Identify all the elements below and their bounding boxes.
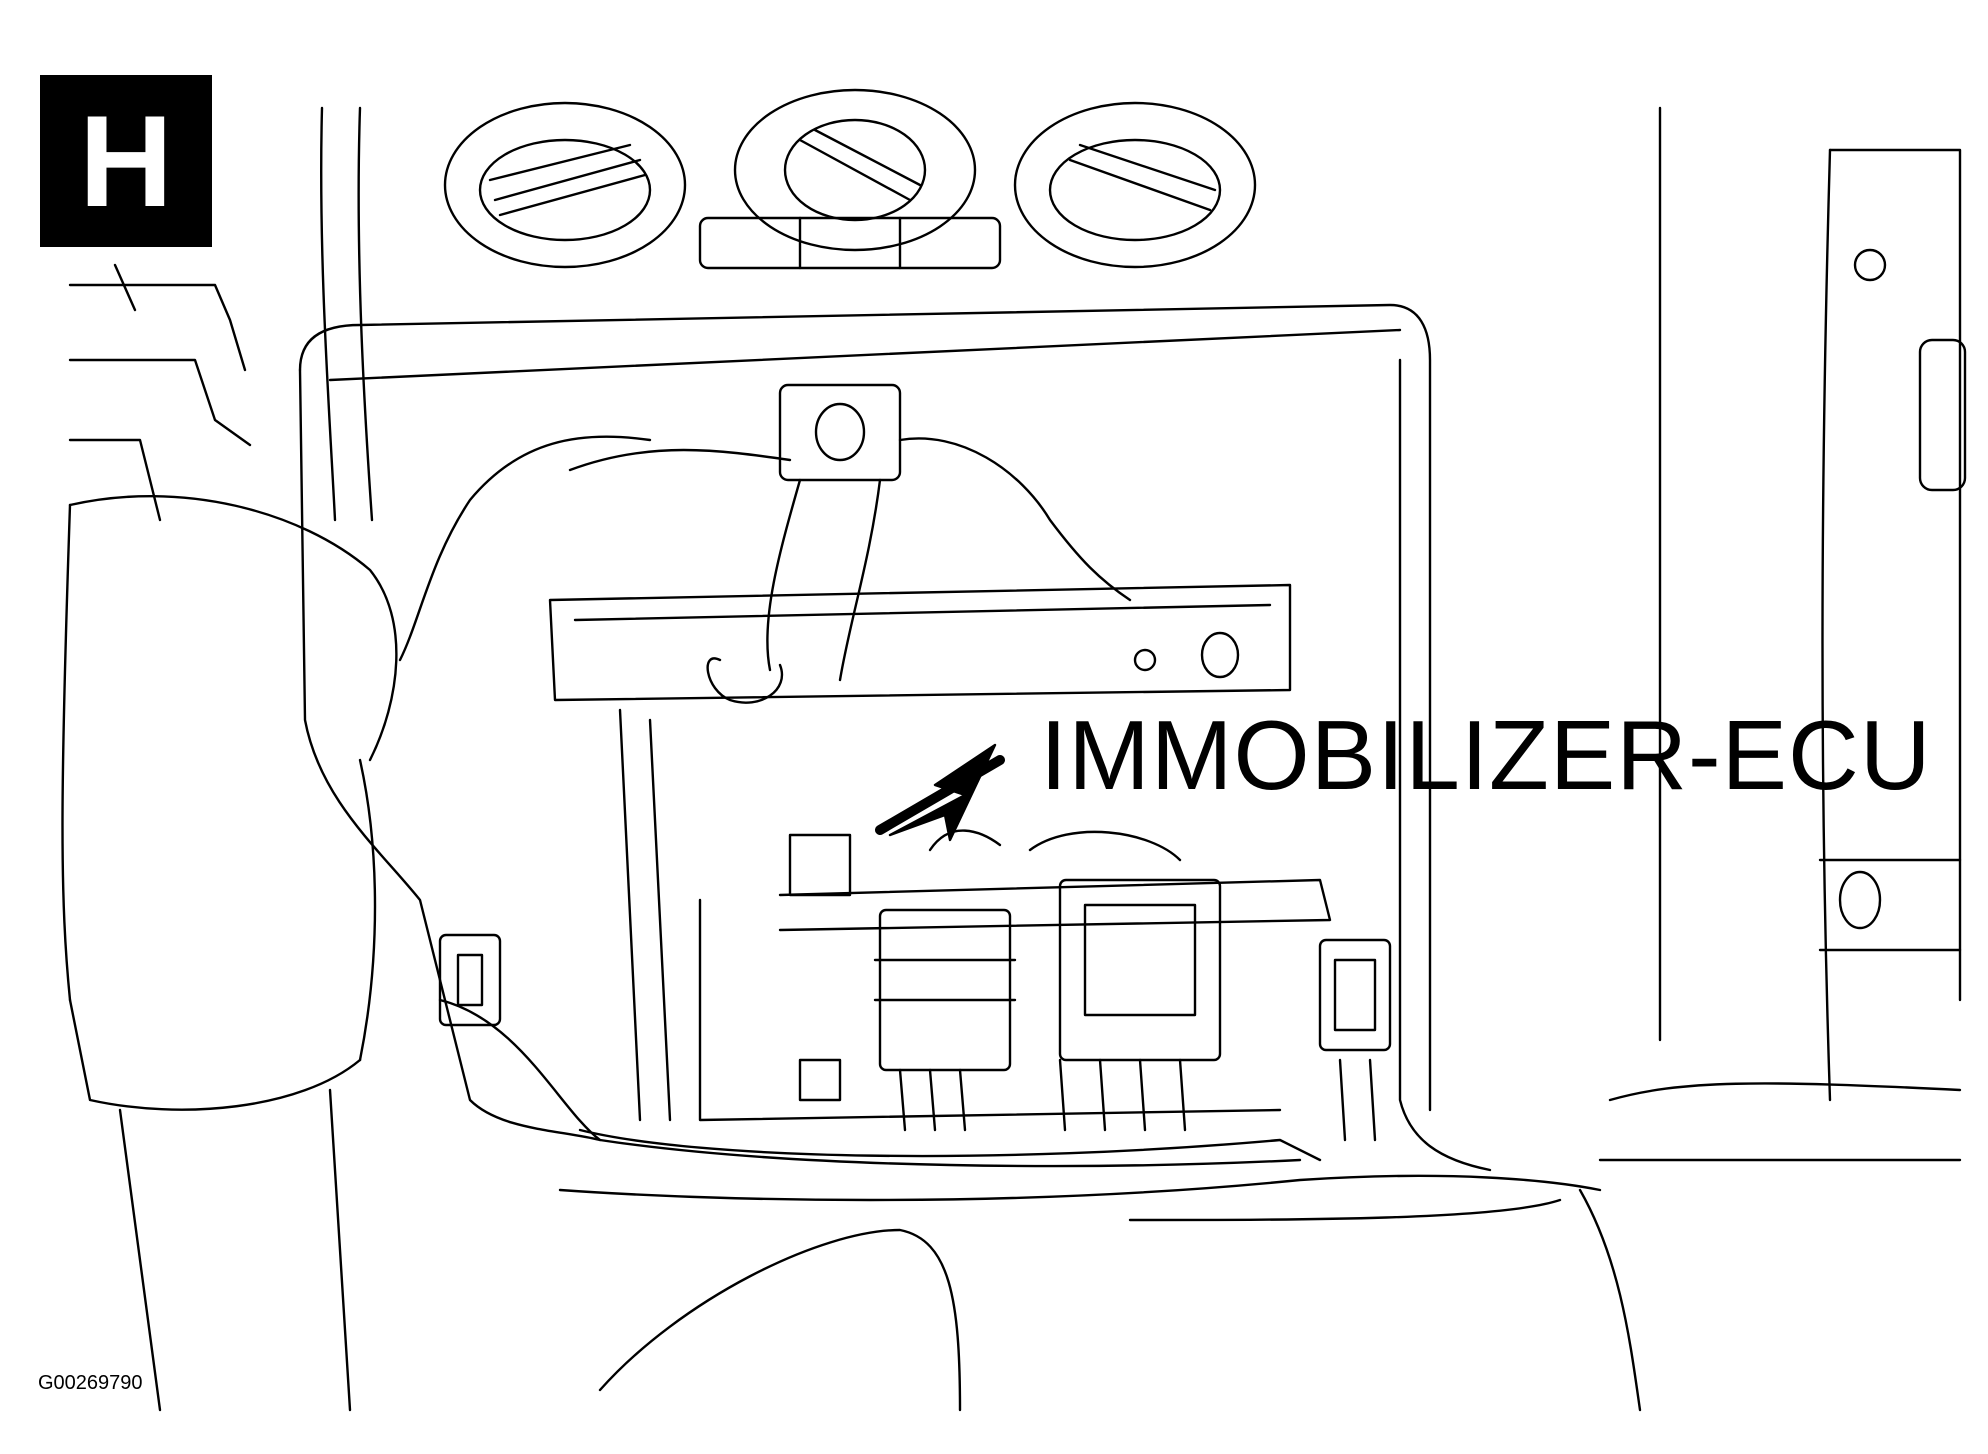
- figure-id: G00269790: [38, 1372, 143, 1394]
- console-bezel: [298, 303, 1492, 1172]
- left-clip: [438, 933, 502, 1027]
- left-panel: [68, 106, 374, 522]
- callout-arrow: [875, 743, 1005, 842]
- shift-knob: [61, 495, 398, 1412]
- view-badge: H: [40, 75, 212, 247]
- air-vents: [443, 88, 1257, 270]
- view-badge-letter: H: [79, 88, 173, 234]
- immobilizer-ecu-body: [618, 708, 1392, 1142]
- upper-bracket: [568, 383, 1132, 682]
- lower-console: [558, 1128, 1602, 1412]
- callout-label: IMMOBILIZER-ECU: [1040, 700, 1932, 810]
- right-panel: [1578, 106, 1967, 1412]
- mounting-crossbar: [548, 583, 1292, 704]
